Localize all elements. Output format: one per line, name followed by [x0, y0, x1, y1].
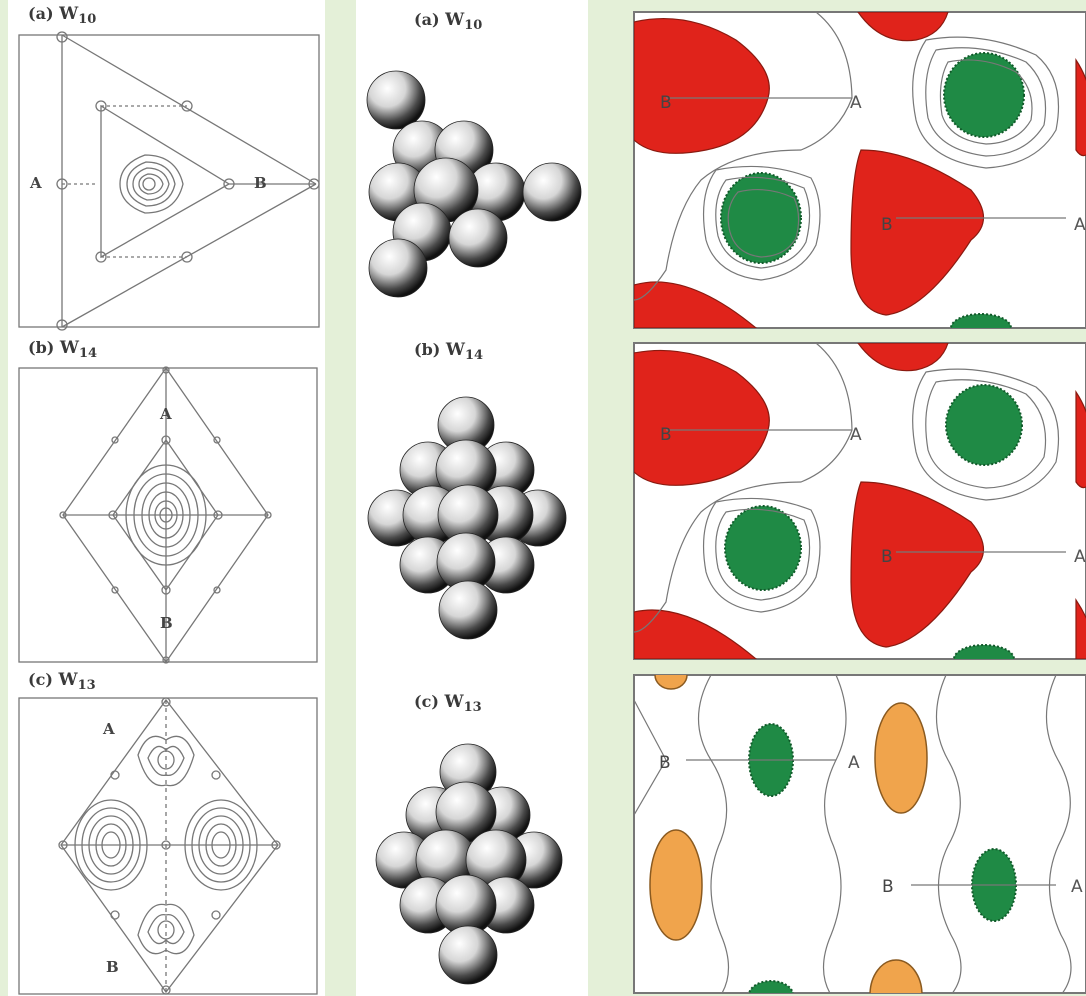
diagram-c-site-a: A	[103, 720, 115, 738]
cluster-c-title: (c) W13	[414, 692, 482, 715]
colored-map-column: B A B A B A B	[626, 0, 1086, 996]
contour-diagram-column: (a) W10	[8, 0, 325, 996]
map-2-label-a2: A	[1074, 547, 1086, 567]
map-3-label-b2: B	[882, 877, 894, 897]
diagram-c-site-b: B	[106, 958, 119, 976]
map-3-frame	[633, 674, 1086, 994]
sphere-clusters-svg	[366, 70, 582, 985]
cluster-b-title: (b) W14	[414, 340, 484, 363]
cluster-a-sphere	[448, 208, 508, 268]
diagram-b-site-a: A	[160, 405, 172, 423]
map-1-label-a1: A	[850, 93, 862, 113]
cluster-a-sphere	[522, 162, 582, 222]
diagram-c-title: (c) W13	[28, 670, 96, 693]
cluster-a-title: (a) W10	[414, 10, 483, 33]
map-1-label-b1: B	[660, 93, 672, 113]
contour-diagrams-svg	[18, 31, 320, 995]
map-1-label-a2: A	[1074, 215, 1086, 235]
diagram-b-site-b: B	[160, 614, 173, 632]
map-3-label-b1: B	[659, 753, 671, 773]
map-3-label-a2: A	[1071, 877, 1083, 897]
colored-maps-svg: B A B A B A B	[633, 11, 1086, 994]
cluster-b-sphere	[438, 580, 498, 640]
map-3-label-a1: A	[848, 753, 860, 773]
cluster-a-sphere	[368, 238, 428, 298]
cluster-a-sphere	[366, 70, 426, 130]
cluster-c-sphere	[438, 925, 498, 985]
diagram-a-frame	[18, 34, 320, 328]
map-2-label-b1: B	[660, 425, 672, 445]
diagram-b-title: (b) W14	[28, 338, 98, 361]
map-2-label-b2: B	[881, 547, 893, 567]
cluster-model-column: (a) W10 (b) W14 (c) W13	[356, 0, 588, 996]
diagram-a-site-b: B	[254, 174, 267, 192]
map-1-label-b2: B	[881, 215, 893, 235]
diagram-a-site-a: A	[30, 174, 42, 192]
diagram-a-title: (a) W10	[28, 4, 97, 27]
map-2-label-a1: A	[850, 425, 862, 445]
